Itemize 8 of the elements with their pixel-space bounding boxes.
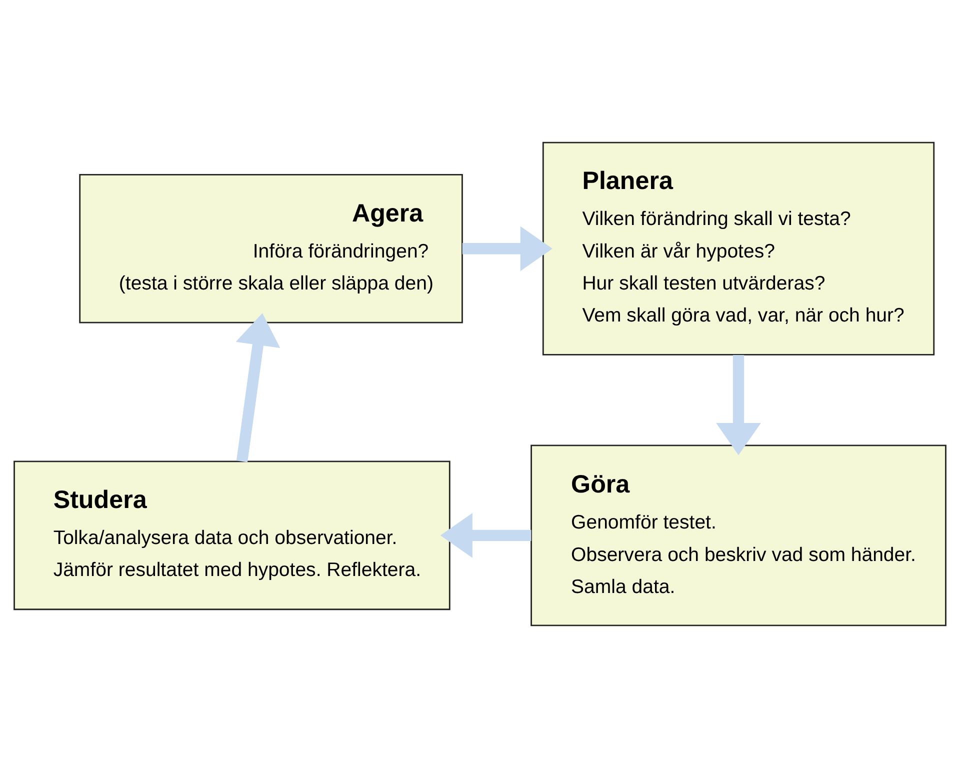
node-box: Planera Vilken förändring skall vi testa? Vilken är vår hypotes? Hur skall testen utvärderas? Vem skall göra vad, var, när och hur? [542,142,935,356]
node-box: Studera Tolka/analysera data och observationer. Jämför resultatet med hypotes. Reflektera. [14,460,450,610]
node-box: Agera Införa förändringen? (testa i större skala eller släppa den) [79,174,463,324]
arrow [716,354,761,456]
node-box: Göra Genomför testet. Observera och beskriv vad som händer. Samla data. [530,444,946,626]
arrow [236,313,280,462]
arrow [462,226,552,272]
arrow [440,512,532,558]
